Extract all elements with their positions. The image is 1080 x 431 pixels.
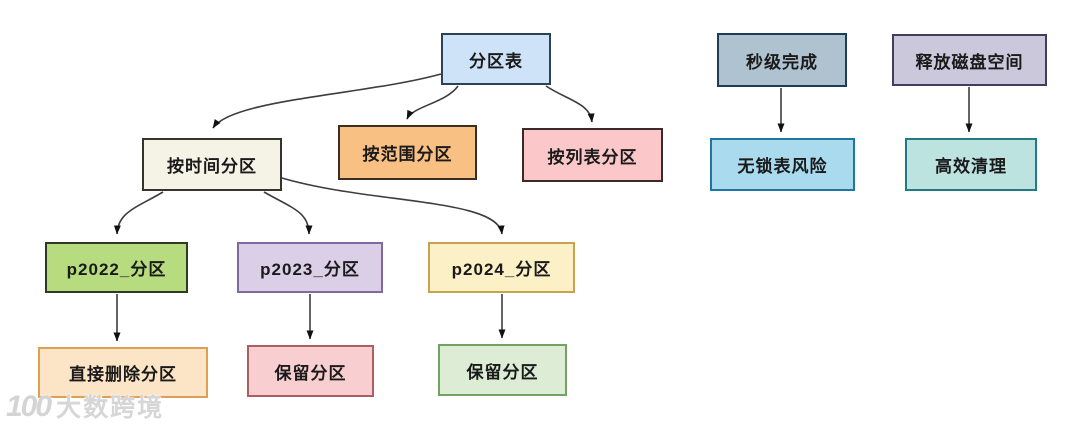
edge-partition-table-to-by-range (406, 85, 459, 120)
edge-by-time-to-p2022 (113, 191, 164, 235)
node-drop-partition: 直接删除分区 (38, 347, 208, 398)
watermark-logo: 100 (6, 390, 52, 423)
node-keep-partition-2023: 保留分区 (247, 345, 374, 397)
edge-partition-table-to-by-time (212, 73, 442, 129)
node-seconds-done: 秒级完成 (717, 33, 847, 87)
watermark: 100 大数跨境 (6, 388, 164, 424)
edge-by-time-to-p2023 (263, 191, 313, 235)
node-p2024-partition: p2024_分区 (428, 242, 575, 293)
node-by-range-partition: 按范围分区 (338, 125, 477, 180)
node-efficient-clean: 高效清理 (905, 138, 1037, 191)
node-by-list-partition: 按列表分区 (522, 128, 663, 182)
node-no-lock-risk: 无锁表风险 (710, 138, 855, 191)
node-by-time-partition: 按时间分区 (142, 138, 282, 191)
node-p2023-partition: p2023_分区 (237, 242, 383, 293)
edge-partition-table-to-by-list (545, 85, 595, 123)
node-p2022-partition: p2022_分区 (45, 242, 188, 293)
node-keep-partition-2024: 保留分区 (438, 344, 567, 396)
node-partition-table: 分区表 (441, 33, 551, 85)
node-free-disk-space: 释放磁盘空间 (892, 34, 1047, 86)
edge-by-time-to-p2024 (281, 177, 505, 235)
watermark-text: 大数跨境 (56, 394, 165, 422)
